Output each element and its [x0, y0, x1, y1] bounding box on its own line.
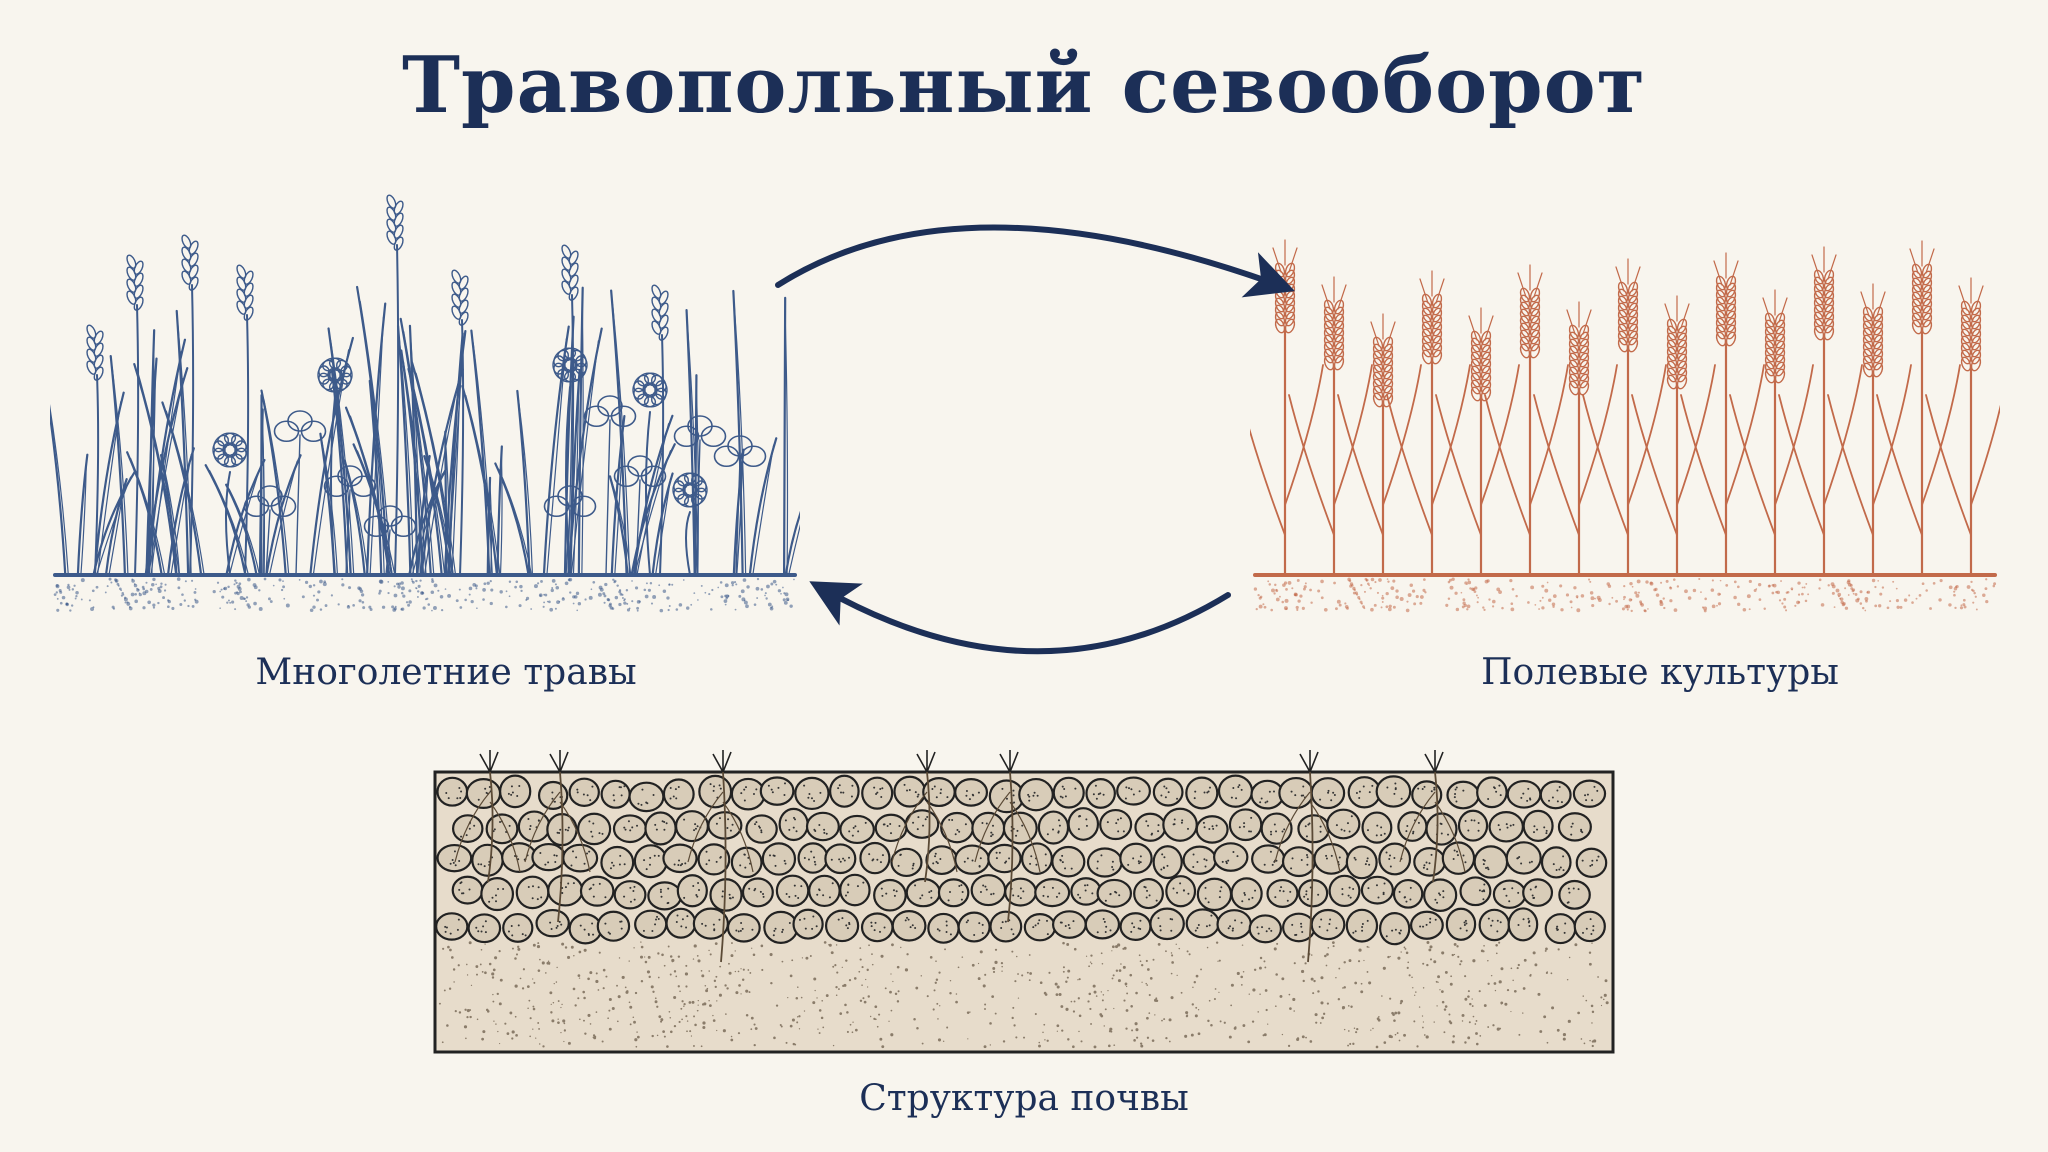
- field-crops-illustration: [1250, 239, 2000, 613]
- soil-structure-illustration: [433, 750, 1615, 1054]
- diagram-title: Травопольный севооборот: [402, 40, 1646, 131]
- caption-soil-structure: Структура почвы: [859, 1078, 1189, 1119]
- arrow-crops-to-grasses: [809, 581, 1231, 655]
- arrow-grasses-to-crops: [775, 224, 1295, 298]
- rotation-arrows: [775, 224, 1295, 655]
- grass-and-clover-drawing: [50, 194, 800, 613]
- soil-cross-section-drawing: [433, 750, 1615, 1054]
- caption-field-crops: Полевые культуры: [1481, 652, 1839, 693]
- caption-perennial-grasses: Многолетние травы: [255, 652, 637, 693]
- wheat-drawing: [1250, 239, 2000, 613]
- perennial-grasses-illustration: [50, 194, 800, 613]
